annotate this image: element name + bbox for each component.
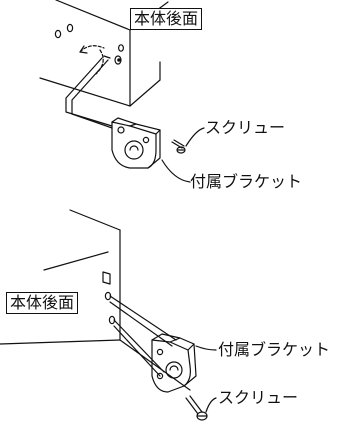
bottom-screw-label: スクリュー bbox=[218, 388, 299, 407]
top-leader-lines bbox=[161, 127, 205, 183]
bottom-bracket bbox=[151, 333, 197, 393]
bottom-device-rear-panel bbox=[0, 209, 191, 391]
top-rear-panel-label: 本体後面 bbox=[130, 8, 203, 30]
bottom-screw bbox=[185, 395, 208, 421]
top-bracket-guide-lines bbox=[65, 55, 113, 129]
top-bracket bbox=[111, 117, 161, 169]
top-screw bbox=[171, 139, 186, 154]
top-arrow-indicator bbox=[79, 45, 105, 75]
bottom-leader-lines bbox=[195, 345, 217, 413]
bottom-bracket-label: 付属ブラケット bbox=[218, 340, 331, 359]
top-bracket-label: 付属ブラケット bbox=[190, 172, 303, 191]
top-screw-label: スクリュー bbox=[205, 118, 286, 137]
bottom-rear-panel-label: 本体後面 bbox=[6, 292, 79, 314]
